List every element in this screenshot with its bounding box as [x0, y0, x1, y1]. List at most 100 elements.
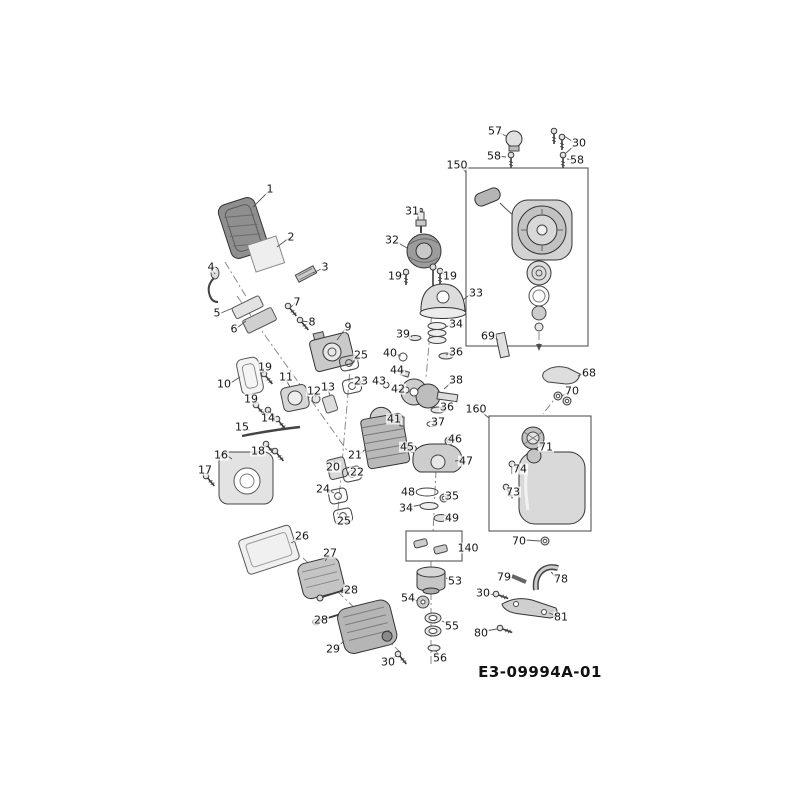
part-number-label: 29 [325, 642, 341, 656]
part-number-label: 9 [343, 320, 353, 334]
part-number-label: 15 [234, 420, 250, 434]
part-number-label: 13 [320, 380, 336, 394]
part-primer-bulb [505, 130, 523, 152]
part-number-label: 70 [511, 534, 527, 548]
part-strip [495, 331, 511, 359]
part-fuel-elbow [511, 574, 527, 584]
part-number-label: 30 [475, 586, 491, 600]
part-number-label: 37 [430, 415, 446, 429]
part-number-label: 20 [325, 460, 341, 474]
part-number-label: 28 [343, 583, 359, 597]
part-crankshaft [400, 378, 459, 409]
part-number-label: 6 [229, 322, 239, 336]
part-number-label: 80 [473, 626, 489, 640]
part-number-label: 48 [400, 485, 416, 499]
part-number-label: 2 [286, 230, 296, 244]
part-number-label: 34 [398, 501, 414, 515]
part-number-label: 73 [505, 485, 521, 499]
part-number-label: 19 [442, 269, 458, 283]
part-number-label: 23 [353, 374, 369, 388]
part-number-label: 17 [197, 463, 213, 477]
part-number-label: 36 [448, 345, 464, 359]
part-filter-element [246, 235, 286, 273]
part-number-label: 36 [439, 400, 455, 414]
part-number-label: 79 [496, 570, 512, 584]
part-bearings [424, 612, 442, 637]
part-number-label: 5 [212, 306, 222, 320]
part-number-label: 19 [243, 392, 259, 406]
part-number-label: 58 [569, 153, 585, 167]
part-number-label: 18 [250, 444, 266, 458]
part-number-label: 24 [315, 482, 331, 496]
part-number-label: 38 [448, 373, 464, 387]
part-number-label: 39 [395, 327, 411, 341]
part-flywheel [406, 233, 442, 269]
part-number-label: 10 [216, 377, 232, 391]
part-number-label: 71 [538, 440, 554, 454]
part-number-label: 160 [464, 402, 488, 416]
part-number-label: 22 [349, 465, 365, 479]
part-number-label: 1 [265, 182, 275, 196]
part-number-label: 68 [581, 366, 597, 380]
part-tank-bracket [501, 598, 558, 619]
part-number-label: 54 [400, 591, 416, 605]
part-number-label: 21 [347, 448, 363, 462]
part-number-label: 14 [260, 411, 276, 425]
part-washer [398, 352, 408, 362]
part-small-plate [321, 394, 339, 414]
part-number-label: 40 [382, 346, 398, 360]
part-engine-cover [218, 451, 274, 505]
part-number-label: 28 [313, 613, 329, 627]
group-box-150-recoil-starter [465, 167, 589, 347]
part-number-label: 45 [399, 440, 415, 454]
part-clutch-drum [416, 566, 446, 595]
part-number-label: 47 [458, 454, 474, 468]
part-number-label: 53 [447, 574, 463, 588]
part-number-label: 32 [384, 233, 400, 247]
part-number-label: 19 [257, 360, 273, 374]
part-number-label: 30 [571, 136, 587, 150]
part-number-label: 69 [480, 329, 496, 343]
part-number-label: 44 [389, 363, 405, 377]
part-number-label: 49 [444, 511, 460, 525]
part-number-label: 12 [306, 384, 322, 398]
part-number-label: 41 [386, 412, 402, 426]
part-number-label: 26 [294, 529, 310, 543]
part-number-label: 27 [322, 546, 338, 560]
part-number-label: 33 [468, 286, 484, 300]
part-washer [427, 644, 441, 652]
part-number-label: 150 [445, 158, 469, 172]
part-number-label: 25 [353, 348, 369, 362]
part-number-label: 81 [553, 610, 569, 624]
part-throttle-rod [241, 425, 301, 438]
part-number-label: 11 [278, 370, 294, 384]
part-number-label: 7 [292, 295, 302, 309]
part-number-label: 25 [336, 514, 352, 528]
part-primer-pump [280, 383, 310, 413]
part-carburetor [309, 331, 355, 373]
part-heat-shield [238, 524, 300, 575]
part-number-label: 70 [564, 384, 580, 398]
part-number-label: 57 [487, 124, 503, 138]
part-spacer-plates [231, 295, 277, 334]
part-number-label: 8 [307, 315, 317, 329]
part-number-label: 58 [486, 149, 502, 163]
group-box-140 [405, 530, 463, 562]
part-number-label: 74 [512, 462, 528, 476]
part-number-label: 34 [448, 317, 464, 331]
part-seal [419, 502, 439, 510]
part-number-label: 42 [390, 382, 406, 396]
part-number-label: 31 [404, 204, 420, 218]
part-bolt [294, 265, 318, 283]
drawing-code: E3-09994A-01 [478, 663, 602, 681]
part-muffler-cover [337, 599, 398, 654]
part-number-label: 4 [206, 260, 216, 274]
part-center-bolt [429, 263, 437, 287]
part-number-label: 35 [444, 489, 460, 503]
part-number-label: 55 [444, 619, 460, 633]
part-number-label: 46 [447, 432, 463, 446]
part-mount-bracket [542, 366, 581, 385]
part-number-label: 30 [380, 655, 396, 669]
